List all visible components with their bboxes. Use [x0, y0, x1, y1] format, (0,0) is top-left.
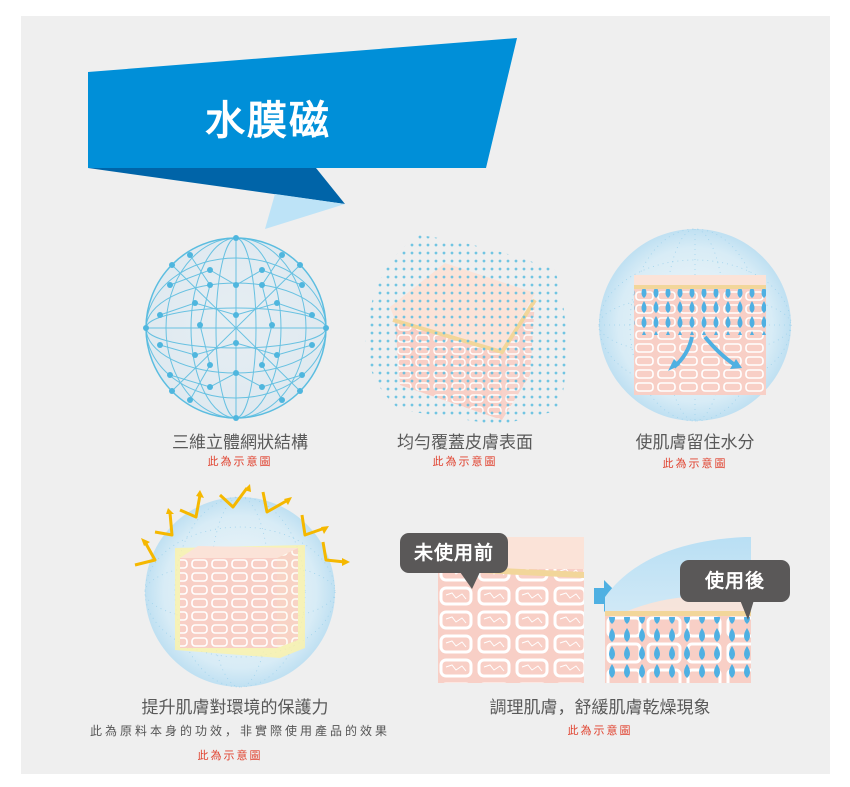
after-label: 使用後 [704, 570, 765, 592]
feature-note-moisture: 此為示意圖 [662, 457, 728, 470]
feature-caption-protection: 提升肌膚對環境的保護力 [141, 698, 329, 718]
after-label-bubble: 使用後 [680, 560, 790, 602]
feature-caption-soothing: 調理肌膚，舒緩肌膚乾燥現象 [489, 698, 711, 718]
before-bubble-tail-icon [460, 572, 480, 589]
feature-disclaimer-protection: 此為原料本身的功效，非實際使用產品的效果 [89, 724, 390, 738]
feature-note-soothing: 此為示意圖 [567, 724, 633, 737]
feature-note-mesh: 此為示意圖 [207, 455, 273, 468]
before-label-bubble: 未使用前 [400, 533, 508, 573]
feature-note-protection: 此為示意圖 [197, 749, 263, 762]
after-bubble-tail-icon [740, 600, 754, 620]
banner-ribbon-icon [88, 38, 517, 229]
feature-note-coverage: 此為示意圖 [432, 455, 498, 468]
feature-caption-mesh: 三維立體網狀結構 [172, 433, 308, 453]
feature-caption-moisture: 使肌膚留住水分 [635, 433, 755, 453]
banner-title: 水膜磁 [205, 98, 331, 144]
skin-cube-coverage-icon [365, 235, 567, 425]
skin-protection-sphere-icon [134, 484, 350, 688]
skin-moisture-sphere-icon [598, 228, 792, 422]
feature-caption-coverage: 均勻覆蓋皮膚表面 [397, 433, 533, 453]
mesh-sphere-icon [143, 235, 329, 421]
before-label: 未使用前 [413, 542, 494, 564]
